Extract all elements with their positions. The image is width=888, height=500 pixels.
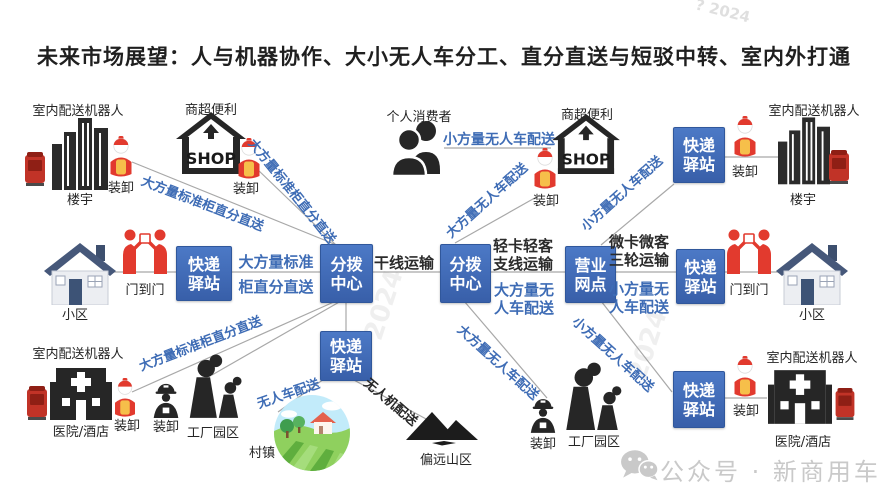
unload-label-bottom-right: 装卸 [732, 404, 759, 419]
shop-icon-center: SHOP [552, 114, 620, 174]
courier-icon-bottom-left [112, 378, 138, 418]
node-express-station-top-right: 快递驿站 [673, 127, 725, 183]
unload-label-bottom-center: 装卸 [529, 437, 556, 452]
delivery-robot-icon-top-left [24, 152, 46, 186]
worker-icon-bottom-left [150, 382, 182, 418]
courier-icon-shop-center [532, 148, 558, 190]
edge-small-ugv-horizontal: 小方量无 人车配送 [608, 280, 669, 316]
worker-icon-bottom-center [528, 396, 558, 434]
unload-label-bottom-left-2: 装卸 [152, 420, 179, 435]
node-express-station-bottom-right: 快递驿站 [673, 371, 725, 428]
courier-icon-shop-left [236, 138, 262, 180]
door-to-door-label-left: 门到门 [125, 283, 165, 298]
community-house-icon-right [776, 243, 848, 305]
indoor-robot-label-bottom-left: 室内配送机器人 [32, 347, 124, 362]
indoor-robot-label-top-right: 室内配送机器人 [768, 104, 860, 119]
node-express-station-left: 快递驿站 [176, 246, 232, 301]
hospital-icon-bottom-right [768, 370, 832, 424]
delivery-robot-icon-bottom-right [834, 388, 856, 420]
edge-micro-truck-trike: 微卡微客 三轮运输 [608, 233, 669, 269]
indoor-robot-label-top-left: 室内配送机器人 [32, 104, 124, 119]
node-business-outlet: 营业网点 [565, 246, 616, 303]
factory-icon-bottom-right [560, 360, 622, 430]
door-to-door-icon-right [724, 228, 774, 274]
hospital-label-bottom-right: 医院/酒店 [774, 435, 832, 450]
node-sorting-hub-center: 分拨中心 [440, 244, 491, 303]
brand-watermark-text: 公众号 · 新商用车 [660, 458, 881, 486]
factory-icon-bottom-left [184, 352, 242, 418]
courier-icon-top-left [108, 136, 134, 178]
village-icon [274, 395, 350, 471]
wechat-icon [620, 449, 658, 481]
factory-label-bottom-left: 工厂园区 [186, 426, 239, 441]
door-to-door-icon-left [120, 228, 170, 274]
unload-label-shop-center: 装卸 [532, 194, 559, 209]
courier-icon-top-right [732, 116, 758, 158]
delivery-robot-icon-top-right [828, 150, 850, 184]
mountain-label: 偏远山区 [419, 453, 472, 468]
edge-std-cabinet-direct-horizontal: 大方量标准 柜直分直送 [238, 253, 314, 296]
edge-light-truck-branch: 轻卡轻客 支线运输 [492, 237, 553, 273]
unload-label-bottom-left-1: 装卸 [113, 419, 140, 434]
building-icon-top-left [52, 114, 108, 190]
node-sorting-hub-left: 分拨中心 [320, 244, 373, 303]
supermarket-label-top-left: 商超便利 [184, 103, 237, 118]
community-house-icon-left [44, 243, 116, 305]
courier-icon-bottom-right [732, 356, 758, 398]
node-express-station-bottom: 快递驿站 [320, 331, 372, 381]
page-title: 未来市场展望：人与机器协作、大小无人车分工、直分直送与短驳中转、室内外打通 [37, 45, 851, 69]
building-icon-top-right [778, 112, 830, 186]
edge-trunk-transport: 干线运输 [374, 254, 435, 272]
mountain-icon [404, 410, 482, 446]
shop-sign-text-1: SHOP [186, 149, 237, 168]
community-label-left: 小区 [61, 308, 88, 323]
shop-sign-text-2: SHOP [562, 150, 611, 168]
village-label: 村镇 [248, 446, 275, 461]
consumer-label: 个人消费者 [386, 110, 452, 125]
delivery-robot-icon-bottom-left [26, 386, 48, 420]
factory-label-bottom-right: 工厂园区 [567, 435, 620, 450]
building-label-top-left: 楼宇 [66, 193, 93, 208]
consumer-icon [392, 118, 444, 176]
unload-label-top-left: 装卸 [107, 181, 134, 196]
hospital-icon-bottom-left [50, 368, 112, 420]
door-to-door-label-right: 门到门 [729, 283, 769, 298]
hospital-label-bottom-left: 医院/酒店 [52, 425, 110, 440]
node-express-station-right: 快递驿站 [676, 249, 725, 304]
indoor-robot-label-bottom-right: 室内配送机器人 [766, 351, 858, 366]
shop-icon-top-left: SHOP [176, 112, 246, 174]
edge-large-ugv-horizontal: 大方量无 人车配送 [494, 281, 555, 317]
unload-label-top-right: 装卸 [731, 165, 758, 180]
building-label-top-right: 楼宇 [789, 193, 816, 208]
edge-small-ugv-top: 小方量无人车配送 [443, 132, 555, 148]
community-label-right: 小区 [798, 308, 825, 323]
unload-label-shop-left: 装卸 [232, 182, 259, 197]
